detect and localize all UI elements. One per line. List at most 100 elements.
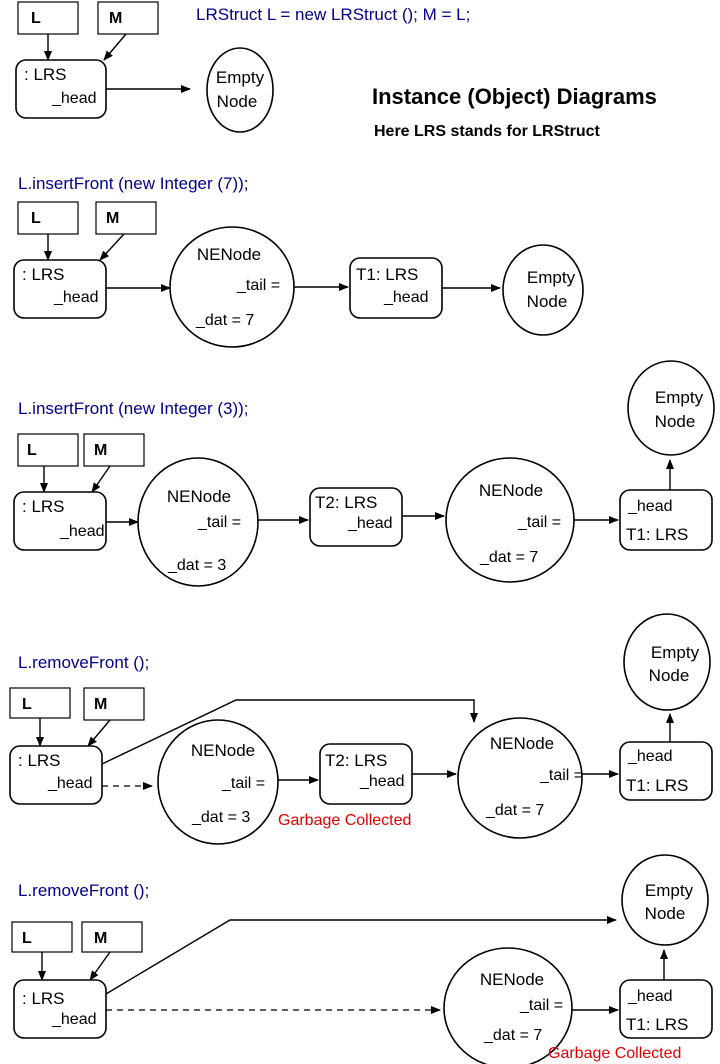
tail-field: _tail = <box>221 775 265 792</box>
var-M-box <box>83 433 145 467</box>
head-field: _head <box>53 289 99 306</box>
M-pointer-arrow <box>103 33 127 61</box>
empty-node <box>206 47 274 133</box>
nenode-label: NENode <box>479 481 543 500</box>
var-M-box <box>95 201 157 235</box>
nenode-label: NENode <box>197 245 261 264</box>
step-2-code: L.insertFront (new Integer (7)); <box>18 174 249 193</box>
head-field: _head <box>51 1011 97 1028</box>
lrs-node-label: : LRS <box>22 497 65 516</box>
empty-node-line2: Node <box>645 904 686 923</box>
dat-field: _dat = 7 <box>485 802 544 819</box>
t2-lrs-label: T2: LRS <box>315 493 377 512</box>
var-L-label: L <box>27 442 37 459</box>
var-M-box <box>83 687 145 721</box>
nenode-label: NENode <box>490 734 554 753</box>
var-M-label: M <box>94 442 107 459</box>
lrs-node-label: : LRS <box>22 265 65 284</box>
empty-node-line2: Node <box>649 666 690 685</box>
var-M-label: M <box>106 210 119 227</box>
lrs-node <box>9 745 103 805</box>
lrs-node-label: : LRS <box>24 65 67 84</box>
dat-field: _dat = 3 <box>167 557 226 574</box>
head-field: _head <box>383 289 429 306</box>
garbage-collected-label: Garbage Collected <box>278 812 411 829</box>
step-3-code: L.insertFront (new Integer (3)); <box>18 399 249 418</box>
empty-node-line1: Empty <box>527 268 576 287</box>
step-4: L.removeFront (); L M : LRS _head NENode… <box>9 613 713 845</box>
var-M-label: M <box>109 10 122 27</box>
var-L-label: L <box>31 210 41 227</box>
lrs-node-label: : LRS <box>22 989 65 1008</box>
empty-node <box>621 854 709 946</box>
tail-field: _tail = <box>236 277 280 294</box>
var-L-box <box>17 433 79 467</box>
M-pointer-arrow <box>91 465 111 493</box>
step-3: L.insertFront (new Integer (3)); L M : L… <box>13 360 715 587</box>
var-M-box <box>97 1 159 35</box>
step-1-code: LRStruct L = new LRStruct (); M = L; <box>196 5 470 24</box>
head-field: _head <box>359 773 405 790</box>
t1-lrs-label: T1: LRS <box>626 525 688 544</box>
empty-node-line1: Empty <box>645 881 694 900</box>
dat-field: _dat = 7 <box>483 1027 542 1044</box>
t1-lrs-label: T1: LRS <box>626 776 688 795</box>
empty-node <box>627 360 715 456</box>
var-L-label: L <box>22 696 32 713</box>
new-head-arrow <box>105 916 617 995</box>
nenode <box>137 457 259 587</box>
step-1: LRStruct L = new LRStruct (); M = L; L M… <box>15 1 470 133</box>
head-field: _head <box>347 515 393 532</box>
step-4-code: L.removeFront (); <box>18 653 149 672</box>
head-field: _head <box>59 523 105 540</box>
M-pointer-arrow <box>99 233 125 261</box>
head-field: _head <box>627 498 673 515</box>
step-5-code: L.removeFront (); <box>18 881 149 900</box>
empty-node-line1: Empty <box>216 68 265 87</box>
t1-lrs-label: T1: LRS <box>356 265 418 284</box>
lrs-node <box>13 491 107 551</box>
tail-field: _tail = <box>197 514 241 531</box>
tail-field: _tail = <box>539 767 583 784</box>
nenode <box>443 947 573 1064</box>
t2-lrs-node <box>309 487 403 547</box>
nenode-label: NENode <box>480 970 544 989</box>
t1-lrs-node <box>619 741 713 801</box>
t2-lrs-label: T2: LRS <box>325 751 387 770</box>
var-L-box <box>9 687 71 719</box>
t1-lrs-label: T1: LRS <box>626 1015 688 1034</box>
nenode-label: NENode <box>191 741 255 760</box>
tail-field: _tail = <box>519 997 563 1014</box>
t1-lrs-node <box>619 489 713 551</box>
empty-node-line2: Node <box>527 292 568 311</box>
var-M-label: M <box>94 930 107 947</box>
var-L-box <box>17 201 79 235</box>
nenode-label: NENode <box>167 487 231 506</box>
var-L-box <box>11 921 73 953</box>
empty-node <box>623 613 711 711</box>
step-5: L.removeFront (); L M : LRS _head NENode… <box>11 854 713 1064</box>
lrs-node-label: : LRS <box>18 751 61 770</box>
var-L-box <box>17 1 79 35</box>
empty-node-line1: Empty <box>651 643 700 662</box>
head-field: _head <box>627 748 673 765</box>
var-L-label: L <box>22 930 32 947</box>
var-M-box <box>81 921 143 953</box>
garbage-collected-label: Garbage Collected <box>548 1045 681 1062</box>
diagram-title: Instance (Object) Diagrams <box>372 84 657 109</box>
lrs-node <box>13 259 107 319</box>
new-head-arrow <box>101 699 478 765</box>
step-2: L.insertFront (new Integer (7)); L M : L… <box>13 174 584 348</box>
head-field: _head <box>51 90 97 107</box>
head-field: _head <box>627 988 673 1005</box>
dat-field: _dat = 3 <box>191 809 250 826</box>
empty-node-line2: Node <box>655 412 696 431</box>
var-L-label: L <box>31 10 41 27</box>
var-M-label: M <box>94 696 107 713</box>
M-pointer-arrow <box>87 719 111 747</box>
diagram-subtitle: Here LRS stands for LRStruct <box>374 123 600 140</box>
M-pointer-arrow <box>89 951 111 981</box>
nenode <box>457 717 583 839</box>
head-field: _head <box>47 775 93 792</box>
